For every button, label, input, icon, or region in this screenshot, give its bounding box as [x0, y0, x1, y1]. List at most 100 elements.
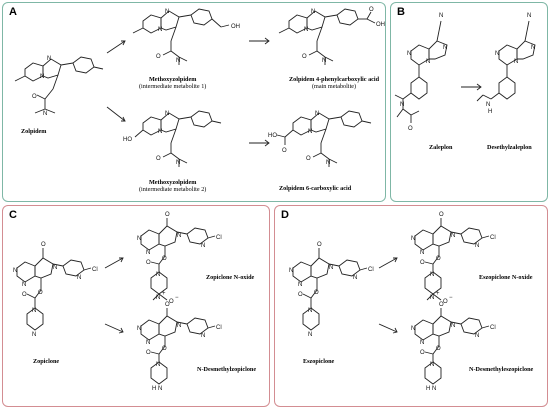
n-desmethyleszopiclone-caption: N-Desmethyleszopiclone [469, 366, 534, 373]
atom-n: N [439, 13, 443, 19]
atom-o: O [420, 260, 425, 266]
atom-n: N [32, 308, 36, 314]
atom-n: N [430, 362, 434, 368]
panel-b-structures: N N N N N O N N N N N H [394, 13, 536, 132]
atom-o: O [156, 54, 161, 60]
atom-n: N [315, 111, 319, 117]
panel-label-a: A [9, 6, 17, 18]
atom-n: N [451, 323, 455, 329]
atom-o: O [282, 148, 287, 154]
atom-n: N [201, 243, 205, 249]
atom-h: H [426, 386, 430, 392]
atom-o: O [162, 256, 167, 262]
atom-cl: Cl [216, 235, 222, 241]
atom-n: N [137, 326, 141, 332]
eszopiclone-caption: Eszopiclone [303, 358, 335, 365]
zolpidem-caption: Zolpidem [21, 128, 47, 135]
panel-d: D O N N N N Cl O O N N [274, 205, 548, 407]
atom-o: O [165, 302, 170, 308]
atom-o: O [436, 256, 441, 262]
panel-c: C O N N N N Cl O O N N [2, 205, 270, 407]
atom-n: N [311, 9, 315, 15]
atom-n: N [527, 13, 531, 19]
atom-o: O [420, 350, 425, 356]
atom-n: N [426, 59, 430, 65]
methoxyzolpidem-1-structure: N N O N OH [132, 8, 240, 65]
atom-n: N [298, 282, 302, 288]
atom-oh: OH [376, 22, 385, 28]
atom-cl: Cl [92, 267, 98, 273]
atom-n: N [420, 250, 424, 256]
atom-o: O [32, 94, 37, 100]
atom-n: N [514, 59, 518, 65]
atom-o: O [439, 212, 444, 218]
atom-o: O [436, 346, 441, 352]
n-desmethyleszopiclone-structure: O N N N N Cl O O N H N [411, 302, 496, 392]
reaction-arrow [378, 323, 398, 333]
atom-n: N [43, 111, 47, 117]
atom-n: N [22, 282, 26, 288]
atom-n: N [176, 160, 180, 166]
arrowhead [118, 327, 124, 334]
eszopiclone-n-oxide-caption: Eszopiclone N-oxide [479, 274, 533, 281]
arrowhead [121, 116, 126, 122]
atom-n: N [322, 58, 326, 64]
atom-o: O [165, 212, 170, 218]
atom-n: N [77, 275, 81, 281]
zopiclone-caption: Zopiclone [33, 358, 60, 365]
reaction-arrow [104, 257, 124, 269]
atom-n: N [475, 333, 479, 339]
zolpidem-6-carboxylic-acid-structure: HO O N N O N [268, 110, 372, 167]
atom-n: N [146, 340, 150, 346]
atom-o: O [369, 7, 374, 13]
atom-n: N [420, 340, 424, 346]
atom-n: N [158, 129, 162, 135]
atom-n: N [308, 129, 312, 135]
atom-o: O [439, 302, 444, 308]
reaction-arrow [106, 106, 126, 122]
atom-o: O [317, 242, 322, 248]
atom-n: N [432, 386, 436, 392]
atom-n: N [165, 9, 169, 15]
atom-o: O [22, 292, 27, 298]
atom-n: N [443, 45, 447, 51]
zolpidem-4-phenylcarboxylic-acid-structure: N N O N O OH [278, 7, 385, 65]
atom-o: O [298, 292, 303, 298]
atom-n: N [32, 332, 36, 338]
atom-n: N [165, 111, 169, 117]
atom-n: N [486, 102, 490, 108]
atom-cl: Cl [368, 267, 374, 273]
atom-n: N [40, 74, 44, 80]
atom-n: N [158, 27, 162, 33]
panel-a-structures: N N O N N N O N OH [14, 7, 385, 167]
atom-n: N [304, 27, 308, 33]
atom-n: N [495, 51, 499, 57]
atom-n: N [158, 386, 162, 392]
atom-n: N [156, 272, 160, 278]
atom-n: N [400, 102, 404, 108]
atom-n: N [176, 58, 180, 64]
atom-n: N [146, 250, 150, 256]
atom-charge: + [162, 291, 166, 297]
panel-label-c: C [9, 209, 17, 221]
methoxyzolpidem-2-structure: HO N N O N [123, 110, 222, 167]
zolpidem-4-phenylcarboxylic-acid-caption: Zolpidem 4-phenylcarboxylic acid(main me… [289, 76, 380, 91]
arrowhead [393, 257, 398, 263]
atom-n: N [329, 265, 333, 271]
atom-oh: OH [231, 24, 240, 30]
atom-cl: Cl [490, 235, 496, 241]
atom-n: N [326, 160, 330, 166]
atom-o: O [156, 156, 161, 162]
atom-n: N [430, 272, 434, 278]
zopiclone-n-oxide-caption: Zopiclone N-oxide [206, 274, 255, 281]
arrowhead [264, 37, 270, 45]
reaction-arrow [378, 257, 398, 269]
atom-n: N [156, 295, 160, 301]
panel-a: A N N O N [2, 2, 386, 202]
arrowhead [264, 139, 270, 147]
atom-o: O [302, 54, 307, 60]
atom-o: O [169, 299, 174, 305]
atom-n: N [407, 51, 411, 57]
atom-o: O [41, 242, 46, 248]
eszopiclone-structure: O N N N N Cl O O N N [289, 242, 374, 338]
